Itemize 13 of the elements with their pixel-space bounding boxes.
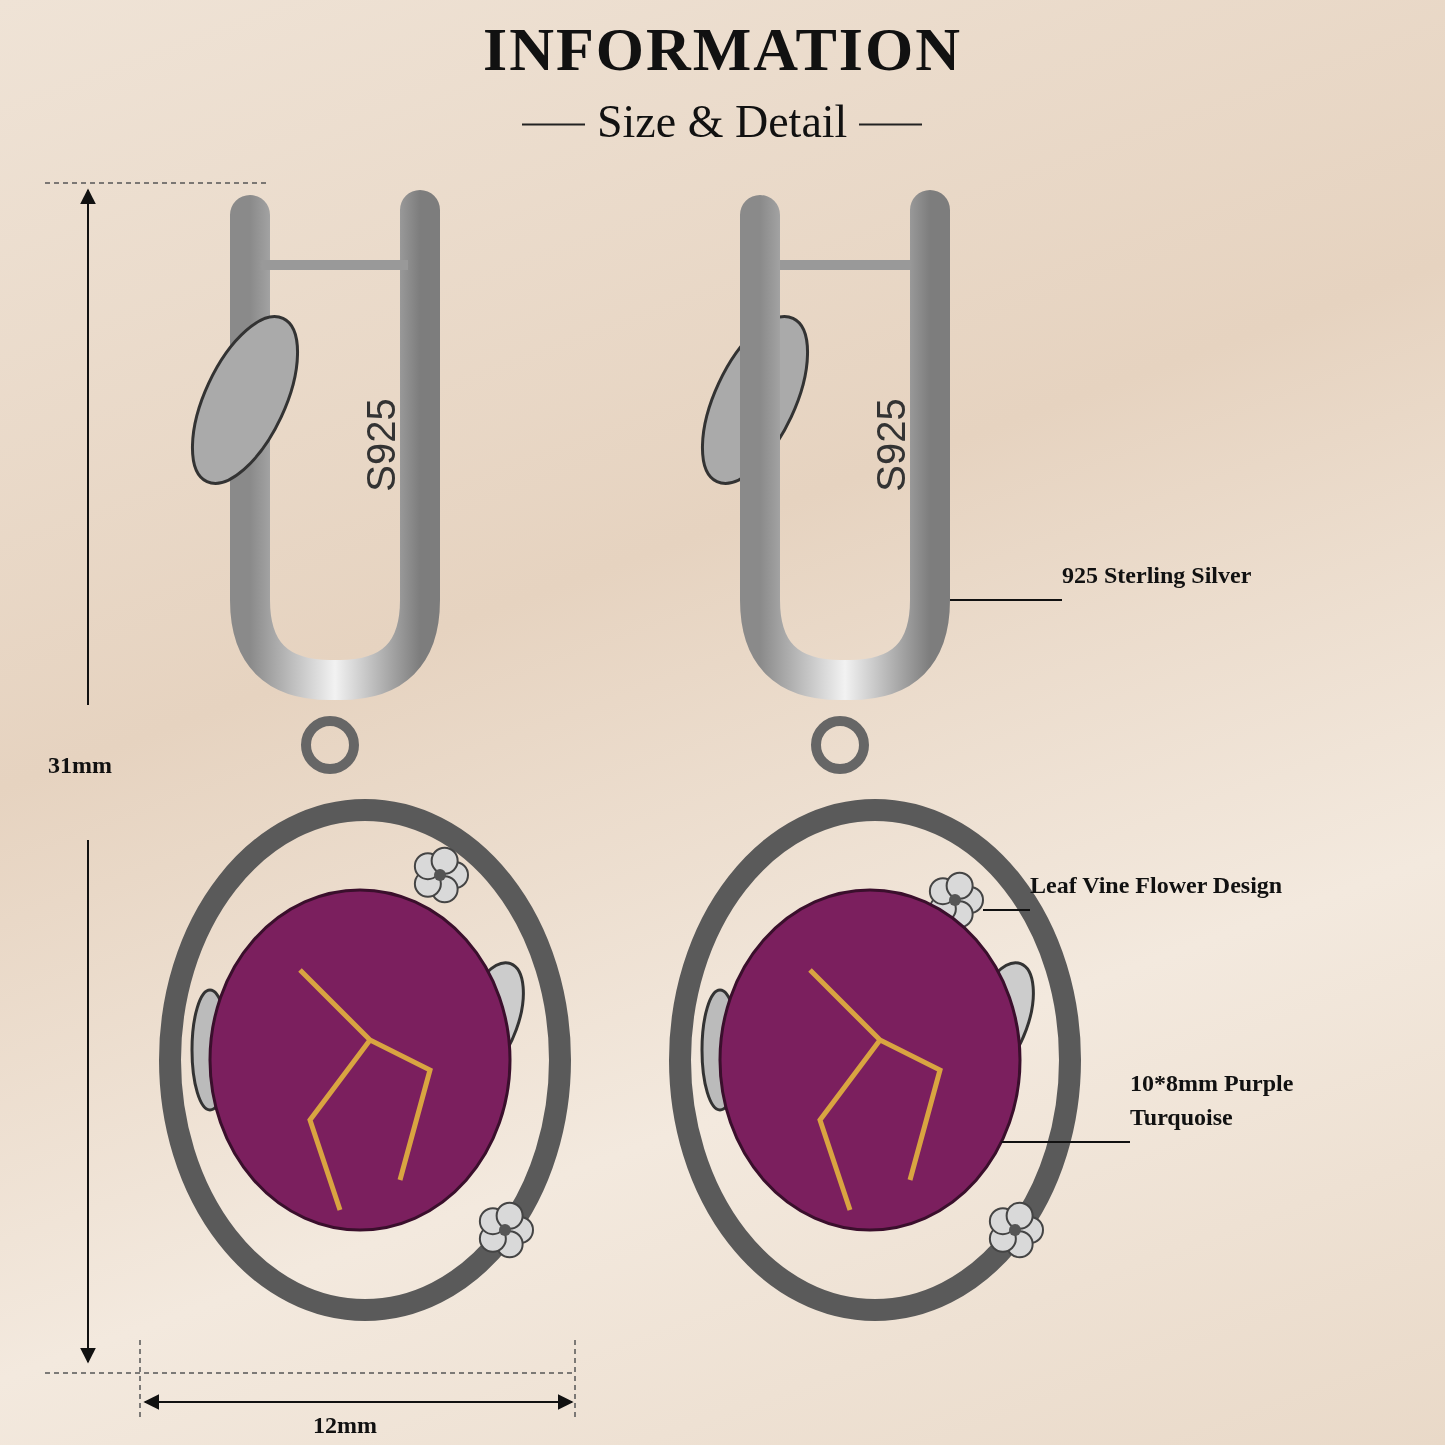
title: INFORMATION: [482, 14, 963, 85]
callout-text: Leaf Vine Flower Design: [1030, 868, 1370, 910]
subtitle: Size & Detail: [597, 95, 848, 148]
leader-line: [949, 599, 1063, 601]
stamp-text: S925: [869, 398, 913, 492]
leader-line: [1000, 1141, 1131, 1143]
dimension-label: 12mm: [313, 1412, 377, 1439]
stamp-text: S925: [359, 398, 403, 492]
earring-hoop: [740, 190, 950, 700]
callout-text: 10*8mm Purple Turquoise: [1130, 1066, 1380, 1142]
callout-text: 925 Sterling Silver: [1062, 558, 1352, 600]
gemstone: [718, 888, 1022, 1232]
dimension-label: 31mm: [48, 752, 112, 779]
